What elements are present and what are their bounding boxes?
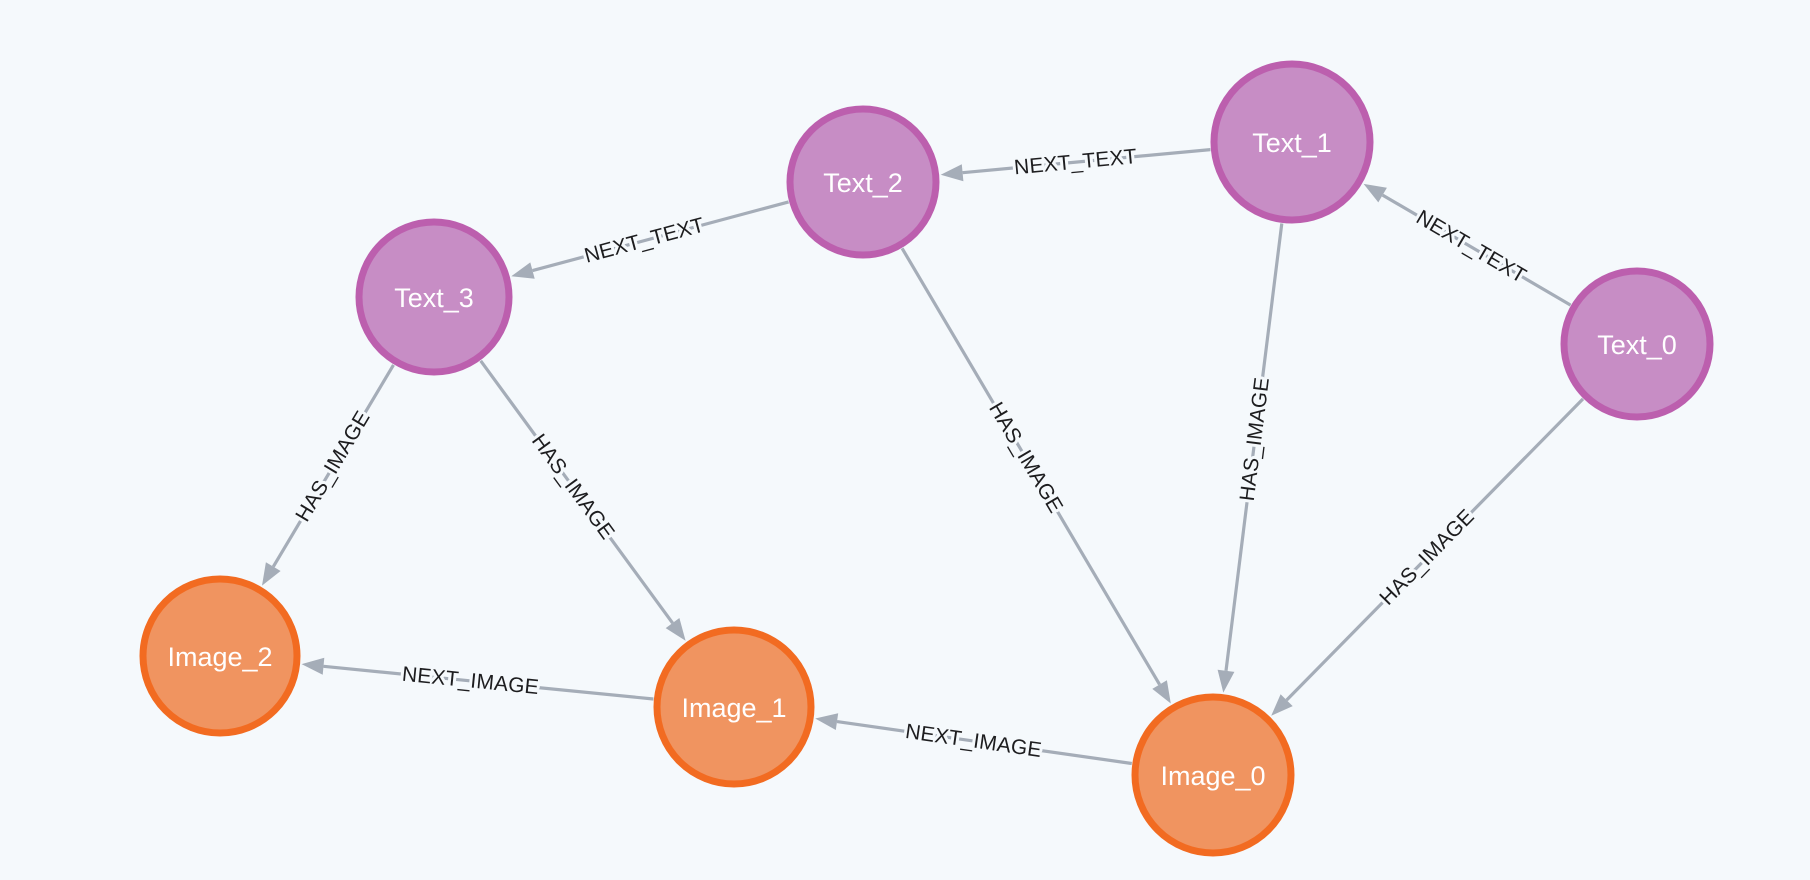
edge-label: HAS_IMAGE — [1375, 505, 1479, 610]
edge-text_3-to-image_1[interactable] — [479, 359, 686, 641]
node-circle[interactable] — [786, 105, 940, 259]
edge-arrow-head-icon — [301, 657, 325, 675]
edge-text_0-to-text_1[interactable] — [1363, 183, 1572, 307]
node-text_0[interactable]: Text_0 — [1560, 267, 1714, 421]
edge-arrow-head-icon — [665, 618, 686, 641]
edge-line — [1224, 223, 1284, 671]
edges-layer — [262, 148, 1585, 766]
edge-arrow-head-icon — [1271, 694, 1293, 716]
node-circle[interactable] — [1131, 693, 1295, 857]
edge-label: HAS_IMAGE — [527, 430, 619, 544]
edge-label: NEXT_TEXT — [1412, 206, 1530, 288]
edge-label: NEXT_IMAGE — [904, 720, 1043, 762]
edge-line — [532, 200, 790, 273]
edge-image_0-to-image_1[interactable] — [815, 713, 1133, 766]
edge-line — [900, 247, 1161, 686]
edge-line — [479, 359, 674, 625]
edge-line — [1381, 193, 1572, 307]
edge-line — [1285, 397, 1585, 702]
node-circle[interactable] — [1560, 267, 1714, 421]
node-text_3[interactable]: Text_3 — [355, 218, 513, 376]
edge-line — [836, 720, 1133, 766]
node-circle[interactable] — [355, 218, 513, 376]
edge-text_2-to-image_0[interactable] — [900, 247, 1171, 704]
edge-arrow-head-icon — [815, 713, 839, 730]
node-text_2[interactable]: Text_2 — [786, 105, 940, 259]
edge-arrow-head-icon — [1152, 680, 1171, 704]
node-circle[interactable] — [1210, 60, 1374, 224]
edge-text_3-to-image_2[interactable] — [262, 364, 395, 586]
edge-label: HAS_IMAGE — [1236, 376, 1274, 502]
edge-text_0-to-image_0[interactable] — [1271, 397, 1585, 716]
edge-text_1-to-image_0[interactable] — [1217, 223, 1284, 693]
edge-arrow-head-icon — [940, 164, 964, 182]
edge-arrow-head-icon — [511, 262, 535, 279]
node-image_0[interactable]: Image_0 — [1131, 693, 1295, 857]
edge-line — [271, 364, 395, 568]
edge-label: NEXT_TEXT — [582, 214, 707, 268]
edge-text_1-to-text_2[interactable] — [940, 148, 1211, 182]
edge-arrow-head-icon — [262, 562, 281, 586]
node-image_1[interactable]: Image_1 — [653, 626, 815, 788]
edge-arrow-head-icon — [1363, 183, 1387, 203]
edge-arrow-head-icon — [1217, 669, 1235, 693]
node-text_1[interactable]: Text_1 — [1210, 60, 1374, 224]
node-circle[interactable] — [653, 626, 815, 788]
edge-image_1-to-image_2[interactable] — [301, 657, 654, 701]
edge-line — [962, 148, 1211, 175]
node-circle[interactable] — [139, 575, 301, 737]
edge-label: NEXT_TEXT — [1013, 145, 1138, 179]
edge-label: HAS_IMAGE — [984, 398, 1067, 517]
node-image_2[interactable]: Image_2 — [139, 575, 301, 737]
edge-line — [323, 664, 654, 701]
edge-label: HAS_IMAGE — [291, 407, 374, 526]
edge-label: NEXT_IMAGE — [401, 663, 540, 699]
edge-text_2-to-text_3[interactable] — [511, 200, 790, 279]
